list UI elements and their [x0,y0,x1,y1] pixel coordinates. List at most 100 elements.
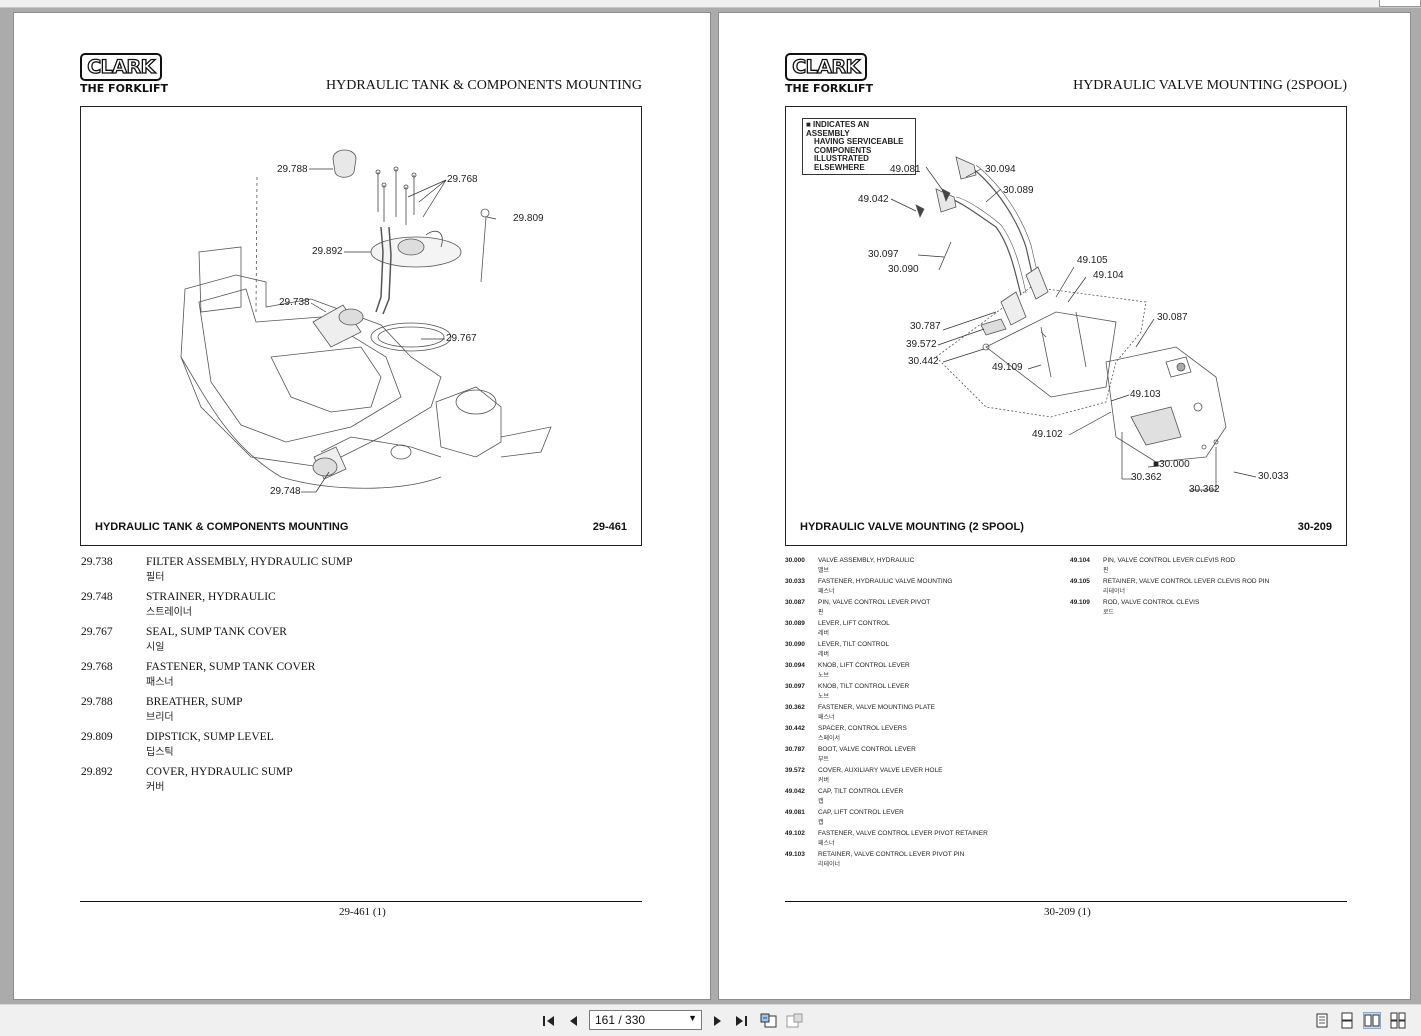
part-description: CAP, TILT CONTROL LEVER [818,788,904,795]
part-number: 29.738 [81,556,113,568]
part-number: 49.103 [785,851,805,858]
callout-label: 49.109 [992,362,1023,373]
part-korean-name: 커버 [818,777,830,784]
part-description: PIN, VALVE CONTROL LEVER CLEVIS ROD [1103,557,1236,564]
facing-pages-icon [1364,1014,1380,1027]
part-description: ROD, VALVE CONTROL CLEVIS [1103,599,1200,606]
part-number: 30.087 [785,599,805,606]
part-korean-name: 패스너 [818,840,835,847]
part-korean-name: 스페이서 [818,735,841,742]
part-number: 49.105 [1070,578,1090,585]
part-korean-name: 핀 [1103,567,1109,574]
part-number: 39.572 [785,767,805,774]
part-number: 30.090 [785,641,805,648]
callout-label: 49.081 [890,164,921,175]
footer-rule [80,901,642,902]
part-korean-name: 로드 [1103,609,1115,616]
callout-label: ■30.000 [1153,459,1190,470]
part-number: 30.094 [785,662,805,669]
callout-label: 30.362 [1131,472,1162,483]
footer-rule [785,901,1347,902]
part-description: VALVE ASSEMBLY, HYDRAULIC [818,557,915,564]
figure-caption: HYDRAULIC TANK & COMPONENTS MOUNTING [95,521,349,533]
part-description: COVER, AUXILIARY VALVE LEVER HOLE [818,767,943,774]
part-number: 30.787 [785,746,805,753]
part-description: STRAINER, HYDRAULIC [146,591,276,603]
callout-label: 30.089 [1003,185,1034,196]
first-page-icon [543,1016,554,1026]
part-number: 49.102 [785,830,805,837]
part-description: RETAINER, VALVE CONTROL LEVER PIVOT PIN [818,851,965,858]
facing-pages-view-button[interactable] [1363,1012,1381,1029]
part-number: 30.362 [785,704,805,711]
legend-box: ■ INDICATES AN ASSEMBLY HAVING SERVICEAB… [802,118,916,175]
last-page-button[interactable] [733,1013,749,1029]
part-number: 29.767 [81,626,113,638]
previous-page-button[interactable] [566,1013,582,1029]
continuous-facing-icon [1390,1012,1406,1029]
document-page-left: CLARK THE FORKLIFT HYDRAULIC TANK & COMP… [13,12,711,1000]
logo-wordmark: CLARK [785,53,867,81]
callout-label: 29.748 [270,486,301,497]
part-korean-name: 리테이너 [818,861,841,868]
part-description: BREATHER, SUMP [146,696,243,708]
part-number: 30.442 [785,725,805,732]
callout-label: 30.094 [985,164,1016,175]
part-korean-name: 패스너 [818,588,835,595]
search-field[interactable] [1379,0,1421,7]
hydraulic-valve-drawing [890,156,1257,491]
part-number: 29.809 [81,731,113,743]
part-korean-name: 시일 [146,642,165,653]
callout-label: 30.442 [908,356,939,367]
part-description: PIN, VALVE CONTROL LEVER PIVOT [818,599,931,606]
part-description: RETAINER, VALVE CONTROL LEVER CLEVIS ROD… [1103,578,1270,585]
part-description: CAP, LIFT CONTROL LEVER [818,809,904,816]
next-page-icon [714,1016,721,1026]
part-korean-name: 캡 [818,819,824,826]
part-description: LEVER, TILT CONTROL [818,641,890,648]
exploded-diagram-hydraulic-tank: 29.788 29.768 29.809 29.892 29.738 29.76… [80,106,642,546]
page-title: HYDRAULIC TANK & COMPONENTS MOUNTING [326,78,642,93]
go-forward-view-button[interactable] [786,1013,804,1029]
callout-label: 30.090 [888,264,919,275]
callout-label: 29.738 [279,297,310,308]
part-description: FASTENER, HYDRAULIC VALVE MOUNTING [818,578,953,585]
clark-logo: CLARK THE FORKLIFT [785,53,873,95]
figure-number: 30-209 [1297,521,1332,533]
callout-label: 49.103 [1130,389,1161,400]
exploded-diagram-hydraulic-valve: ■ INDICATES AN ASSEMBLY HAVING SERVICEAB… [785,106,1347,546]
part-korean-name: 패스너 [146,677,174,688]
part-number: 49.081 [785,809,805,816]
part-description: DIPSTICK, SUMP LEVEL [146,731,274,743]
callout-label: 30.362 [1189,484,1220,495]
callout-label: 29.892 [312,246,343,257]
part-number: 29.768 [81,661,113,673]
page-number-select[interactable]: 161 / 330 ▼ [589,1010,702,1030]
previous-page-icon [570,1016,577,1026]
part-korean-name: 캡 [818,798,824,805]
go-back-view-button[interactable] [760,1013,778,1029]
part-korean-name: 노브 [818,672,830,679]
continuous-view-button[interactable] [1338,1012,1356,1029]
callout-label: 29.788 [277,164,308,175]
single-page-view-button[interactable] [1313,1012,1331,1029]
part-number: 29.892 [81,766,113,778]
part-korean-name: 레버 [818,630,830,637]
callout-label: 49.102 [1032,429,1063,440]
part-description: SEAL, SUMP TANK COVER [146,626,287,638]
part-korean-name: 필터 [146,572,165,583]
page-number-value: 161 / 330 [595,1013,646,1027]
single-page-icon [1316,1013,1328,1028]
part-number: 30.000 [785,557,805,564]
part-description: FASTENER, VALVE CONTROL LEVER PIVOT RETA… [818,830,988,837]
continuous-facing-view-button[interactable] [1389,1012,1407,1029]
part-description: LEVER, LIFT CONTROL [818,620,890,627]
part-number: 29.748 [81,591,113,603]
next-page-button[interactable] [709,1013,725,1029]
legend-line: COMPONENTS ILLUSTRATED [814,145,872,163]
first-page-button[interactable] [541,1013,557,1029]
part-number: 30.033 [785,578,805,585]
part-korean-name: 레버 [818,651,830,658]
callout-label: 39.572 [906,339,937,350]
part-number: 30.089 [785,620,805,627]
